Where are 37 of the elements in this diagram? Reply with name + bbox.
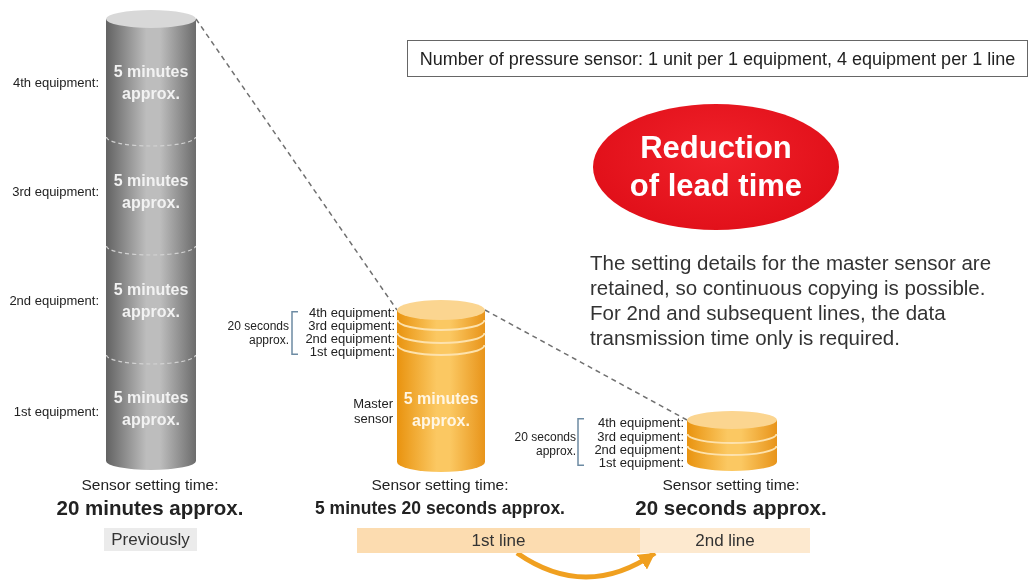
duration-text: 5 minutes approx. — [403, 389, 479, 431]
dashed-connector-line — [195, 18, 398, 311]
description-text: The setting details for the master sensor are retained, so continuous copying is possible. For 2nd and subsequent lines, the data transmission time only is required. — [590, 250, 993, 350]
duration-text: 5 minutes approx. — [112, 279, 190, 322]
caption-text: Sensor setting time: — [81, 475, 219, 495]
equipment-label: 3rd equipment: — [12, 185, 99, 199]
duration-text: 5 minutes approx. — [112, 61, 190, 104]
equipment-label: 2nd equipment: — [594, 443, 684, 456]
band-text: 2nd line — [695, 530, 755, 551]
equipment-label: 3rd equipment: — [308, 319, 395, 332]
equipment-label: 4th equipment: — [598, 416, 684, 429]
equipment-label: 1st equipment: — [598, 456, 684, 469]
equipment-label: 2nd equipment: — [9, 294, 99, 308]
caption-text: Sensor setting time: — [371, 475, 509, 495]
equipment-label: 4th equipment: — [13, 76, 99, 90]
equipment-label: 4th equipment: — [309, 306, 395, 319]
headline-text: Reduction of lead time — [628, 129, 804, 205]
note-text: Number of pressure sensor: 1 unit per 1 equipment, 4 equipment per 1 line — [419, 47, 1016, 70]
caption-band — [640, 528, 810, 553]
equipment-label: 2nd equipment: — [305, 332, 395, 345]
band-text: Previously — [111, 529, 190, 550]
equipment-label: 1st equipment: — [309, 345, 395, 358]
caption-band — [357, 528, 640, 553]
band-text: 1st line — [471, 530, 526, 551]
duration-text: 5 minutes approx. — [112, 170, 190, 213]
note-panel — [407, 40, 1028, 77]
bracket-label: 20 seconds approx. — [226, 319, 289, 347]
equipment-label: 1st equipment: — [13, 405, 99, 419]
dashed-connector-line — [484, 309, 688, 421]
duration-text: 5 minutes approx. — [112, 387, 190, 430]
total-time-text: 20 seconds approx. — [635, 495, 827, 521]
bracket-label: 20 seconds approx. — [513, 430, 576, 458]
total-time-text: 20 minutes approx. — [56, 495, 244, 521]
total-time-text: 5 minutes 20 seconds approx. — [315, 497, 565, 520]
part-label: Master sensor — [352, 396, 393, 426]
equipment-label: 3rd equipment: — [597, 430, 684, 443]
caption-text: Sensor setting time: — [662, 475, 800, 495]
